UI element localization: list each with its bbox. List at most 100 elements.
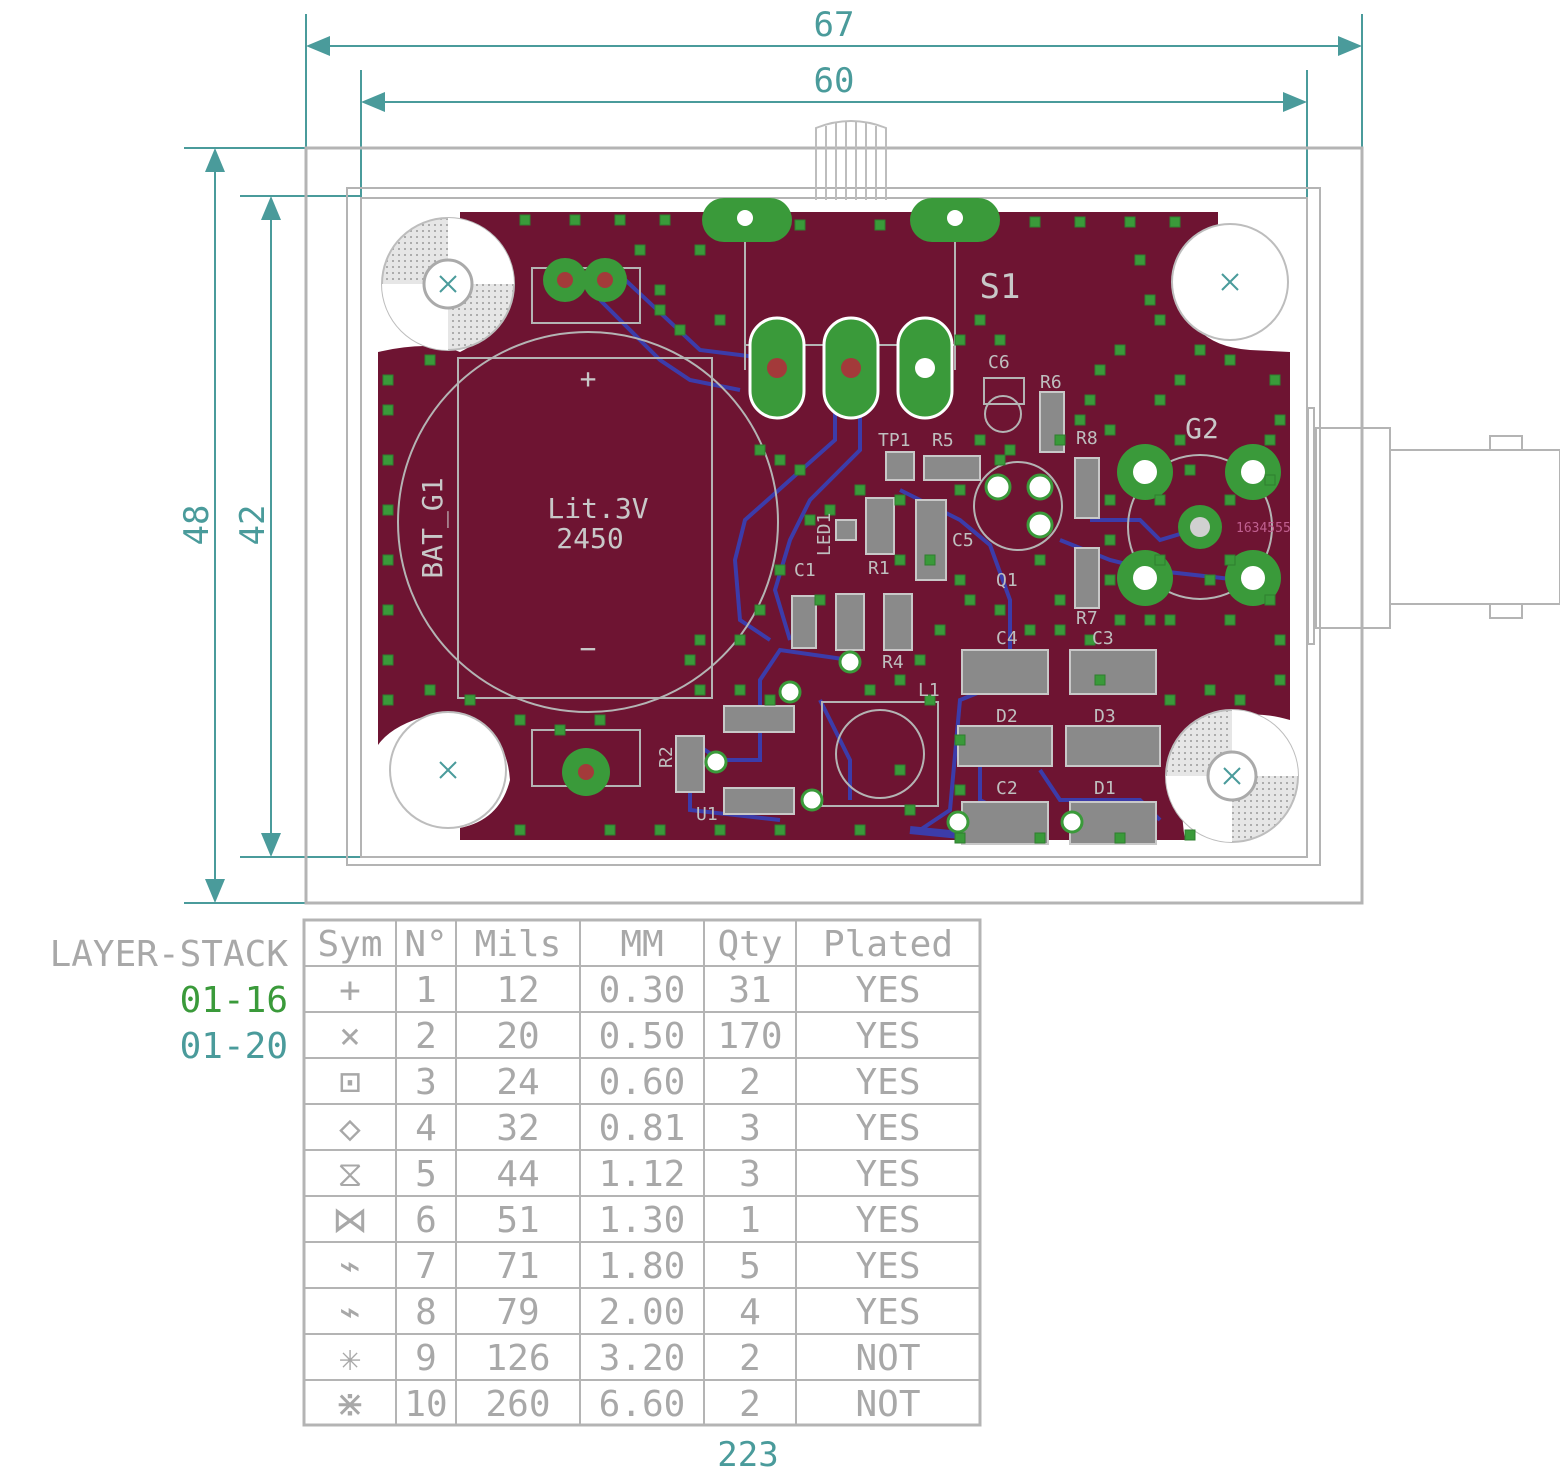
pcb-board <box>378 212 1290 840</box>
table-cell-sym: ⋇ <box>335 1384 365 1425</box>
via <box>1224 554 1236 566</box>
via <box>1084 634 1096 646</box>
battery-ref-label: BAT_G1 <box>416 477 450 578</box>
via <box>1074 216 1086 228</box>
via <box>1204 574 1216 586</box>
transistor-pads <box>704 473 1084 834</box>
table-cell-qty: 2 <box>739 1062 761 1103</box>
via <box>1184 829 1196 841</box>
via <box>554 724 566 736</box>
via <box>1169 216 1181 228</box>
via <box>1104 574 1116 586</box>
table-cell-sym: ◇ <box>339 1108 361 1149</box>
via <box>694 244 706 256</box>
table-cell-mils: 260 <box>485 1384 550 1425</box>
via <box>1164 694 1176 706</box>
table-cell-n: 1 <box>415 970 437 1011</box>
label-r2: R2 <box>656 746 677 768</box>
table-cell-n: 10 <box>404 1384 447 1425</box>
via <box>974 314 986 326</box>
via <box>382 454 394 466</box>
dim-height-outer: 48 <box>177 505 217 546</box>
table-cell-qty: 170 <box>717 1016 782 1057</box>
connector-small-label: 1634555 <box>1236 521 1291 536</box>
label-r5: R5 <box>932 430 954 451</box>
table-cell-plated: NOT <box>855 1338 920 1379</box>
via <box>774 564 786 576</box>
via <box>1154 314 1166 326</box>
dim-width-outer: 67 <box>814 5 855 45</box>
via <box>734 634 746 646</box>
via <box>1274 634 1286 646</box>
label-c3: C3 <box>1092 628 1114 649</box>
dim-width-inner: 60 <box>814 61 855 101</box>
via <box>1134 254 1146 266</box>
table-header: Qty <box>717 924 782 965</box>
via <box>854 824 866 836</box>
battery-model-label: 2450 <box>556 522 623 555</box>
via <box>774 454 786 466</box>
label-d3: D3 <box>1094 706 1116 727</box>
via <box>514 714 526 726</box>
label-led1: LED1 <box>814 513 835 556</box>
via <box>1154 554 1166 566</box>
mounting-holes <box>381 217 1299 843</box>
via <box>382 554 394 566</box>
table-cell-n: 8 <box>415 1292 437 1333</box>
via <box>714 314 726 326</box>
via <box>1274 414 1286 426</box>
via <box>964 594 976 606</box>
via <box>634 244 646 256</box>
via <box>924 554 936 566</box>
via <box>694 684 706 696</box>
via <box>954 574 966 586</box>
via <box>614 214 626 226</box>
via <box>804 514 816 526</box>
via <box>659 214 671 226</box>
via <box>814 594 826 606</box>
via <box>1264 594 1276 606</box>
via <box>1054 594 1066 606</box>
via <box>1224 614 1236 626</box>
table-cell-plated: YES <box>855 1200 920 1241</box>
via <box>1154 394 1166 406</box>
layer-stack-row2: 01-20 <box>180 1026 288 1067</box>
connector-pads <box>1117 444 1281 606</box>
via <box>1274 674 1286 686</box>
label-tp1: TP1 <box>878 430 911 451</box>
battery-minus: − <box>580 632 597 665</box>
inductor-outline <box>821 377 1063 807</box>
via <box>1174 434 1186 446</box>
via <box>854 484 866 496</box>
layer-stack-title: LAYER-STACK <box>50 934 289 975</box>
via <box>654 304 666 316</box>
via <box>754 604 766 616</box>
via <box>1004 444 1016 456</box>
table-cell-mils: 71 <box>496 1246 539 1287</box>
via <box>994 334 1006 346</box>
table-cell-plated: YES <box>855 1246 920 1287</box>
table-cell-qty: 3 <box>739 1154 761 1195</box>
table-header: Mils <box>475 924 562 965</box>
table-cell-qty: 5 <box>739 1246 761 1287</box>
via <box>382 604 394 616</box>
table-cell-sym: ⋈ <box>332 1200 368 1241</box>
table-cell-mm: 0.30 <box>599 970 686 1011</box>
label-r1: R1 <box>868 558 890 579</box>
table-cell-n: 4 <box>415 1108 437 1149</box>
via <box>1269 374 1281 386</box>
via <box>684 654 696 666</box>
battery-holder <box>397 267 779 787</box>
table-cell-mils: 24 <box>496 1062 539 1103</box>
table-cell-mils: 20 <box>496 1016 539 1057</box>
label-r8: R8 <box>1076 428 1098 449</box>
via <box>954 784 966 796</box>
switch-label: S1 <box>980 267 1021 307</box>
table-header: MM <box>620 924 663 965</box>
table-cell-mm: 0.60 <box>599 1062 686 1103</box>
via <box>1194 344 1206 356</box>
label-r4: R4 <box>882 652 904 673</box>
via <box>1104 424 1116 436</box>
via <box>654 284 666 296</box>
